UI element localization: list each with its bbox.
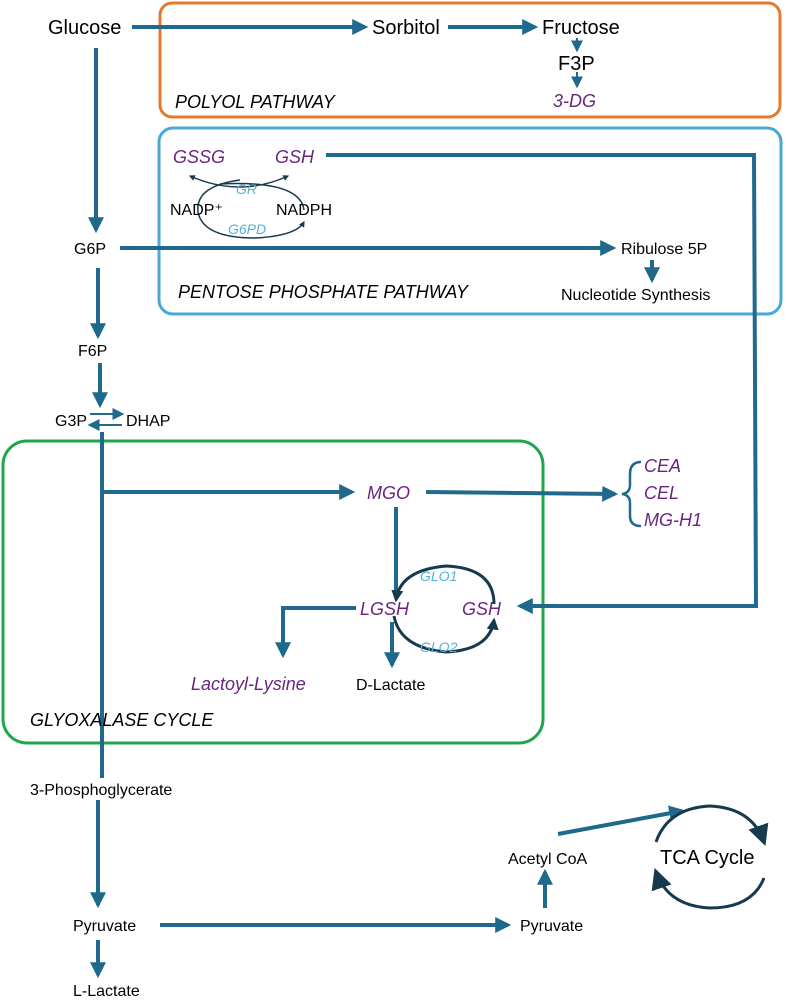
arrow-mgo-ages [425,485,619,502]
node-lgsh: LGSH [360,599,410,619]
node-nadph: NADPH [276,202,332,219]
arrow-lgsh-lactoyl-lysine [275,606,356,659]
node-glucose: Glucose [48,17,121,39]
node-sorbitol: Sorbitol [372,17,440,39]
node-pyruvate-left: Pyruvate [73,918,136,935]
node-cel: CEL [644,483,679,503]
node-mg-h1: MG-H1 [644,510,702,530]
glo2-cycle-arc [392,615,499,654]
node-ribulose-5p: Ribulose 5P [621,241,707,258]
node-g3p: G3P [55,413,87,430]
gr-cycle-upper-arc [188,175,290,188]
node-gssg: GSSG [173,147,225,167]
node-nucleotide-synthesis: Nucleotide Synthesis [561,287,710,304]
node-dhap: DHAP [126,413,170,430]
node-lactoyl-lysine: Lactoyl-Lysine [191,674,306,694]
brace-ages [621,460,642,528]
enzyme-g6pd: G6PD [228,221,266,237]
node-nadp: NADP⁺ [170,202,223,219]
tca-cycle-lower-arc [651,868,766,910]
node-g6p: G6P [74,241,106,258]
node-pyruvate-right: Pyruvate [520,918,583,935]
glyoxalase-cycle-box [1,439,545,745]
node-f6p: F6P [78,343,107,360]
gr-cycle-left-arc [197,179,305,239]
pentose-pathway-title: PENTOSE PHOSPHATE PATHWAY [178,282,470,302]
node-gsh-cycle: GSH [462,599,502,619]
node-gsh-top: GSH [275,147,315,167]
node-d-lactate: D-Lactate [356,677,425,694]
glyoxalase-cycle-title: GLYOXALASE CYCLE [30,710,214,730]
node-tca-cycle: TCA Cycle [660,847,754,869]
node-l-lactate: L-Lactate [73,983,140,1000]
enzyme-glo2: GLO2 [420,639,458,655]
tca-cycle-upper-arc [654,804,769,846]
glo1-cycle-arc [391,564,496,605]
node-f3p: F3P [558,53,595,75]
arrow-gsh-top-to-cycle [326,153,759,614]
node-acetyl-coa: Acetyl CoA [508,851,587,868]
polyol-pathway-title: POLYOL PATHWAY [175,92,337,112]
node-3-phosphoglycerate: 3-Phosphoglycerate [30,782,172,799]
enzyme-glo1: GLO1 [420,568,457,584]
node-mgo: MGO [367,483,410,503]
node-3dg: 3-DG [553,91,596,111]
gr-cycle-right-arc [219,182,305,211]
pentose-pathway-box [157,126,783,316]
node-fructose: Fructose [542,17,620,39]
polyol-pathway-box [158,1,782,119]
enzyme-gr: GR [236,181,257,197]
node-cea: CEA [644,456,681,476]
arrow-acetylcoa-tca [557,805,686,836]
